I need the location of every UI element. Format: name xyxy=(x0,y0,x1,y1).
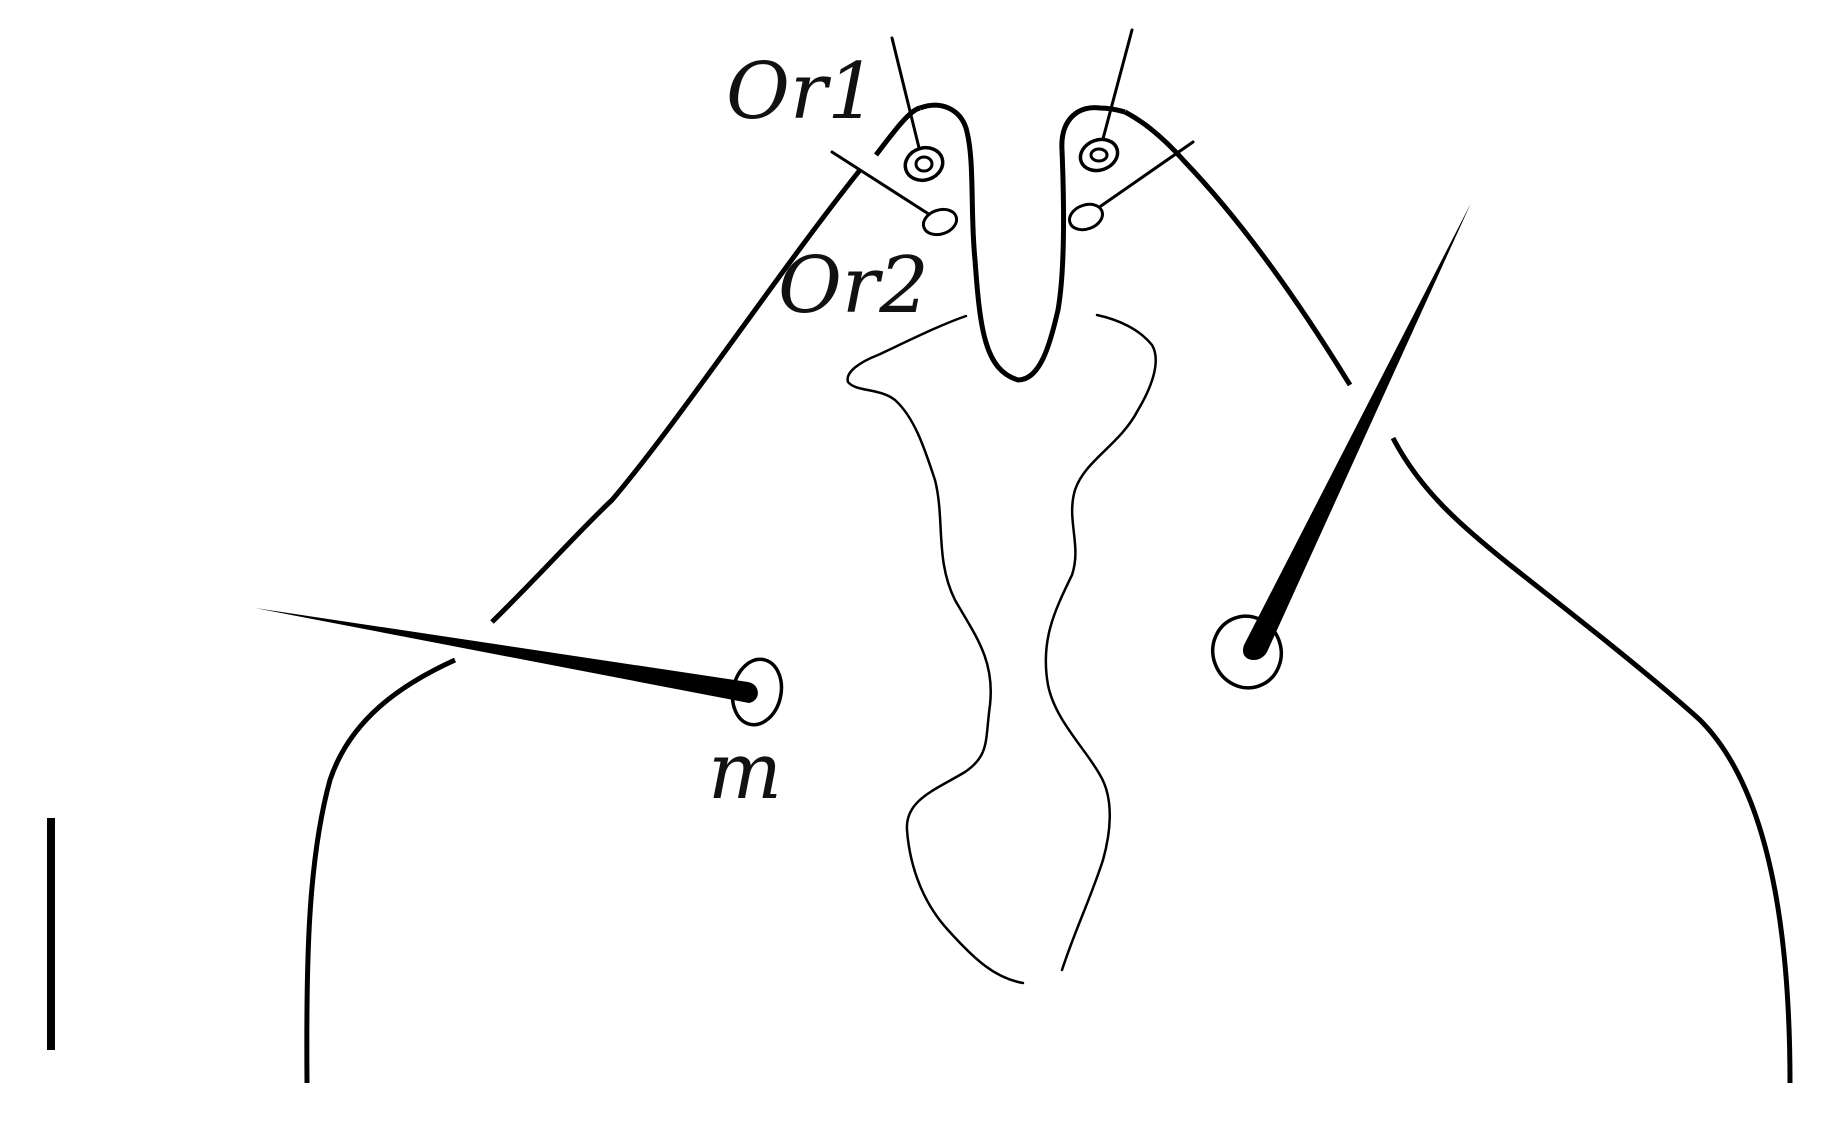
or1-socket-right-inner xyxy=(1089,147,1109,163)
or2-socket-right xyxy=(1068,202,1104,232)
or2-seta-left xyxy=(830,150,940,222)
label-or2: Or2 xyxy=(778,241,929,331)
or2-seta-right xyxy=(1086,140,1195,217)
or1-seta-left xyxy=(890,36,924,162)
label-m: m xyxy=(708,727,782,817)
internal-structure-right xyxy=(1044,313,1157,972)
or1-seta-right xyxy=(1098,28,1134,152)
internal-structure xyxy=(846,314,1025,985)
or2-socket-left xyxy=(921,207,959,237)
m-seta-left xyxy=(255,608,758,703)
outline-left-lower xyxy=(304,657,457,1084)
outline-left-middle xyxy=(490,168,862,624)
label-or1: Or1 xyxy=(726,47,877,137)
outline-right-lower xyxy=(1390,436,1793,1084)
m-seta-right xyxy=(1242,203,1471,661)
outline-right-upper xyxy=(1123,109,1353,387)
central-lobes xyxy=(919,102,1126,383)
outline-left-upper xyxy=(874,105,921,157)
or1-socket-left-inner xyxy=(914,155,934,173)
